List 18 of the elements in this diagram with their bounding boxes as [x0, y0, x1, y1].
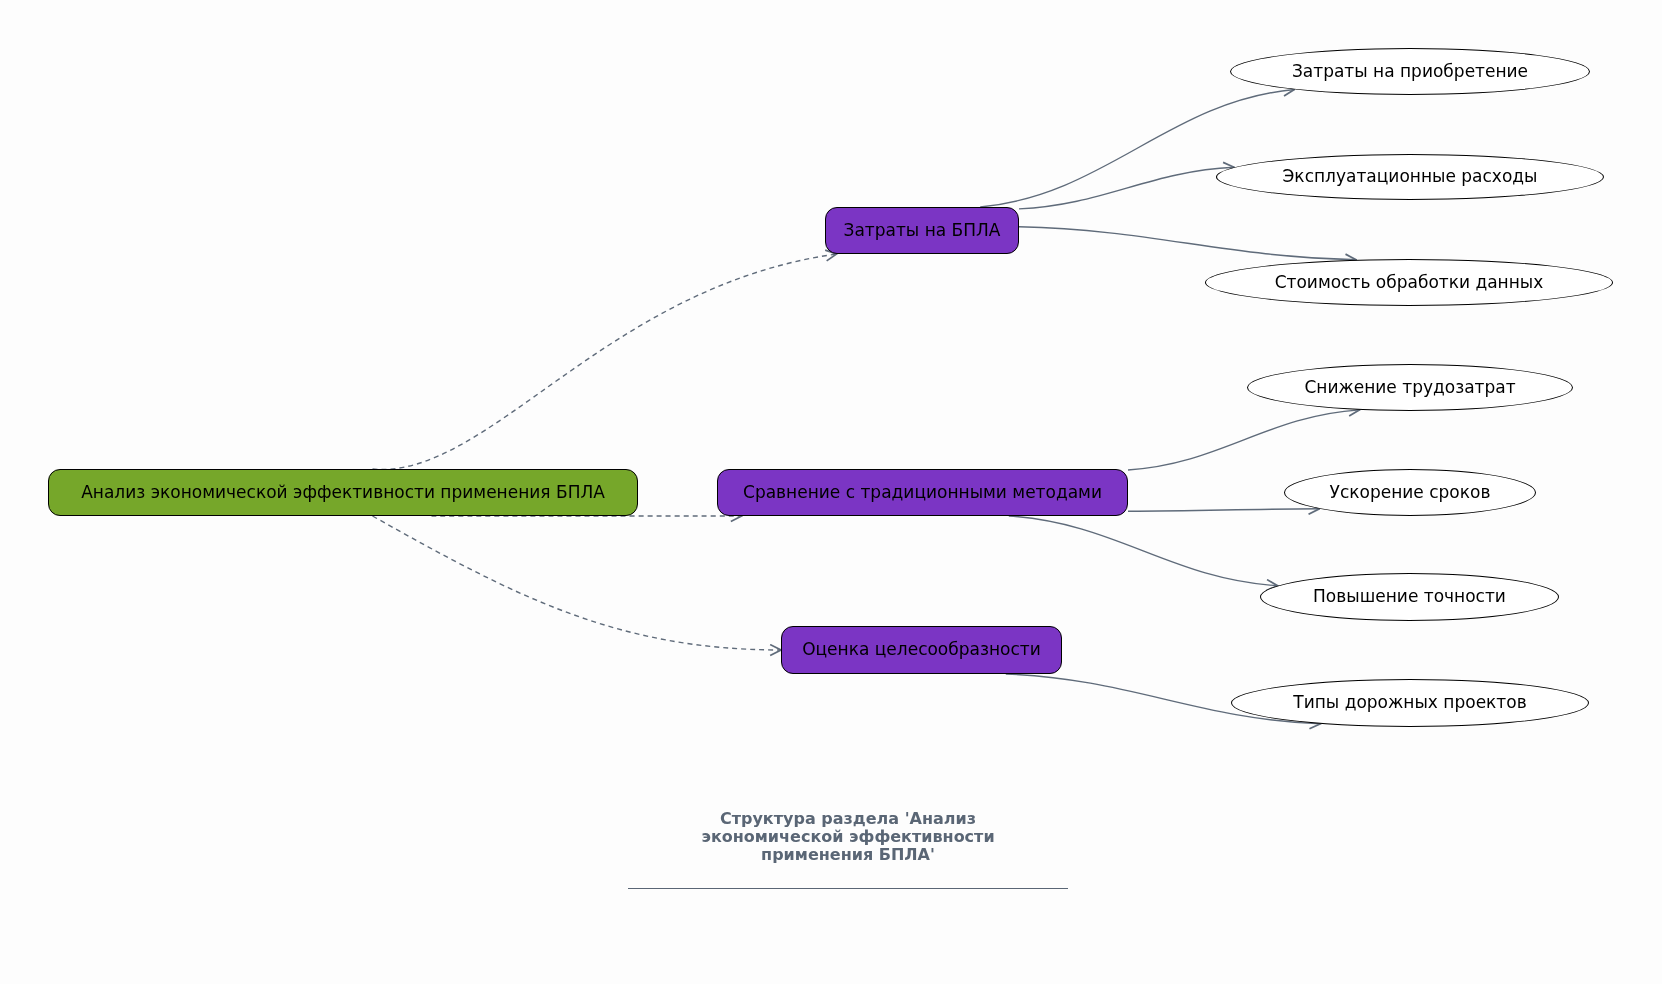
node-label: Ускорение сроков [1329, 480, 1491, 504]
node-label: Сравнение с традиционными методами [743, 480, 1102, 504]
node-label: Затраты на БПЛА [843, 218, 1001, 242]
node-label: Снижение трудозатрат [1304, 375, 1516, 399]
caption: Структура раздела 'Анализ экономической эффективности применения БПЛА' [700, 810, 996, 864]
process-box [825, 207, 1019, 254]
node-label: Анализ экономической эффективности применения БПЛА [81, 480, 605, 504]
arrow [1018, 161, 1236, 210]
node-label: Типы дорожных проектов [1293, 691, 1527, 715]
process-box [48, 469, 638, 516]
arrow [371, 515, 782, 656]
node-label: Повышение точности [1313, 585, 1506, 609]
node-label: Оценка целесообразности [802, 638, 1041, 662]
node-label: Эксплуатационные расходы [1282, 165, 1538, 189]
node-label: Стоимость обработки данных [1274, 270, 1544, 294]
process-box [717, 469, 1128, 516]
node-label: Затраты на приобретение [1291, 59, 1529, 83]
process-box [781, 626, 1062, 674]
